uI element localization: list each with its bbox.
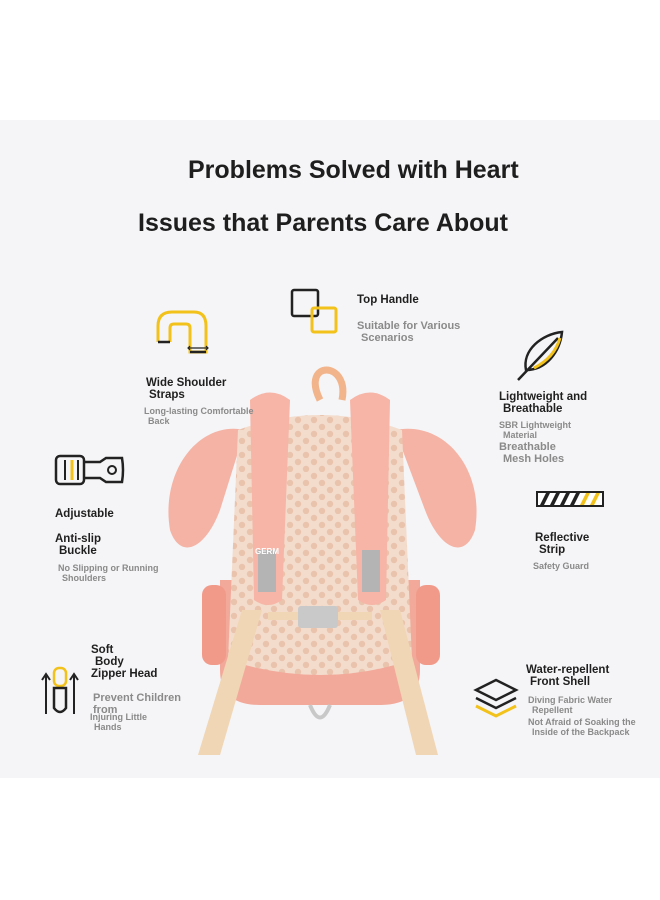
backpack-illustration bbox=[168, 366, 477, 755]
reflective-strip-right bbox=[362, 550, 380, 592]
reflective-title-2: Strip bbox=[539, 544, 566, 556]
wide-straps-desc-2: Back bbox=[148, 416, 170, 426]
right-ear bbox=[395, 428, 477, 548]
water-title-2: Front Shell bbox=[530, 676, 591, 688]
zipper-title-2: Body bbox=[95, 656, 124, 668]
brand-tag: GERM bbox=[255, 547, 279, 556]
wide-straps-title-2: Straps bbox=[149, 389, 185, 401]
lightweight-desc-1: SBR Lightweight bbox=[499, 420, 571, 430]
top-handle-icon bbox=[290, 288, 342, 338]
reflective-strip-icon bbox=[536, 491, 604, 507]
water-desc2-1: Not Afraid of Soaking the bbox=[528, 717, 636, 727]
reflective-strip-left bbox=[258, 550, 276, 592]
wide-straps-title-1: Wide Shoulder bbox=[146, 377, 227, 389]
buckle-icon bbox=[54, 450, 126, 490]
lightweight-desc-2: Material bbox=[503, 430, 538, 440]
top-handle-title: Top Handle bbox=[357, 294, 419, 306]
water-desc2-2: Inside of the Backpack bbox=[532, 727, 630, 737]
zipper-desc2-2: Hands bbox=[94, 722, 122, 732]
top-handle-desc-1: Suitable for Various bbox=[357, 320, 461, 332]
headline-primary: Problems Solved with Heart bbox=[188, 156, 519, 184]
buckle-desc-1: No Slipping or Running bbox=[58, 563, 159, 573]
zipper-title-3: Zipper Head bbox=[91, 668, 158, 680]
reflective-title-1: Reflective bbox=[535, 532, 590, 544]
lightweight-desc2-2: Mesh Holes bbox=[503, 453, 565, 465]
lightweight-title-2: Breathable bbox=[503, 403, 563, 415]
water-desc-1: Diving Fabric Water bbox=[528, 695, 613, 705]
buckle-title-1: Adjustable bbox=[55, 508, 114, 520]
layers-icon bbox=[472, 676, 520, 720]
buckle-title-2b: Buckle bbox=[59, 545, 97, 557]
lightweight-desc2-1: Breathable bbox=[499, 441, 556, 453]
lower-strap-left bbox=[198, 610, 262, 755]
wide-straps-desc-1: Long-lasting Comfortable bbox=[144, 406, 254, 416]
left-ear bbox=[168, 428, 245, 548]
buckle-desc-2: Shoulders bbox=[62, 573, 107, 583]
zipper-desc-1: Prevent Children bbox=[93, 692, 182, 704]
zipper-desc-2: from bbox=[93, 704, 118, 716]
top-handle-desc-2: Scenarios bbox=[361, 332, 414, 344]
buckle-title-2a: Anti-slip bbox=[55, 533, 101, 545]
zipper-desc2-1: Injuring Little bbox=[90, 712, 147, 722]
shoulder-strap-icon bbox=[150, 306, 212, 358]
reflective-desc: Safety Guard bbox=[533, 561, 590, 571]
zipper-title-1: Soft bbox=[91, 644, 114, 656]
lightweight-title-1: Lightweight and bbox=[499, 391, 588, 403]
headline-secondary: Issues that Parents Care About bbox=[138, 209, 509, 237]
feather-icon bbox=[512, 328, 568, 384]
lower-strap-right bbox=[380, 610, 438, 755]
water-title-1: Water-repellent bbox=[526, 664, 610, 676]
chest-buckle bbox=[298, 606, 338, 628]
zipper-head-icon bbox=[36, 662, 84, 718]
water-desc-2: Repellent bbox=[532, 705, 573, 715]
